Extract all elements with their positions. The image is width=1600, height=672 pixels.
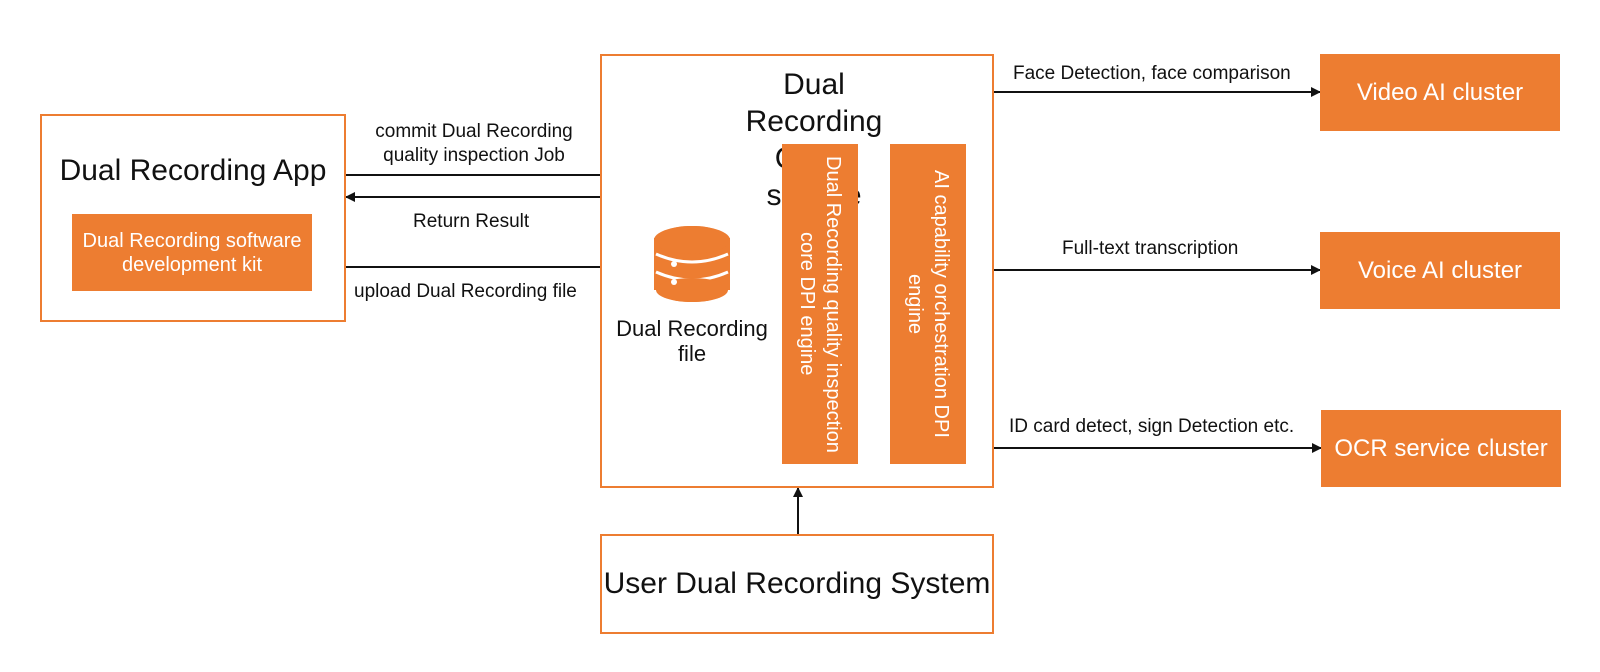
sdk-box: Dual Recording software development kit (72, 214, 312, 291)
ocr-service-cluster-box: OCR service cluster (1321, 410, 1561, 487)
database-icon (654, 226, 730, 302)
core-engine-box: Dual Recording quality inspection core D… (782, 144, 858, 464)
return-label: Return Result (413, 211, 530, 232)
user-system-title: User Dual Recording System (603, 567, 991, 600)
dual-recording-app-box: Dual Recording App Dual Recording softwa… (40, 114, 346, 322)
sdk-label: Dual Recording software development kit (82, 229, 302, 276)
core-engine-label: Dual Recording quality inspection core D… (796, 155, 844, 453)
ocr-service-cluster-label: OCR service cluster (1334, 434, 1548, 462)
user-system-box: User Dual Recording System (600, 534, 994, 634)
voice-edge-label: Full-text transcription (1062, 238, 1239, 259)
video-edge-label: Face Detection, face comparison (1013, 63, 1291, 84)
video-ai-cluster-box: Video AI cluster (1320, 54, 1560, 131)
orchestration-engine-label: AI capability orchestration DPI engine (904, 170, 952, 438)
upload-label: upload Dual Recording file (354, 281, 577, 302)
file-label: Dual Recording file (616, 316, 768, 366)
app-title: Dual Recording App (59, 154, 327, 187)
voice-ai-cluster-label: Voice AI cluster (1357, 256, 1523, 284)
video-ai-cluster-label: Video AI cluster (1356, 78, 1524, 106)
ocr-edge-label: ID card detect, sign Detection etc. (1009, 416, 1295, 437)
commit-label: commit Dual Recording quality inspection… (375, 121, 573, 166)
voice-ai-cluster-box: Voice AI cluster (1320, 232, 1560, 309)
orchestration-engine-box: AI capability orchestration DPI engine (890, 144, 966, 464)
